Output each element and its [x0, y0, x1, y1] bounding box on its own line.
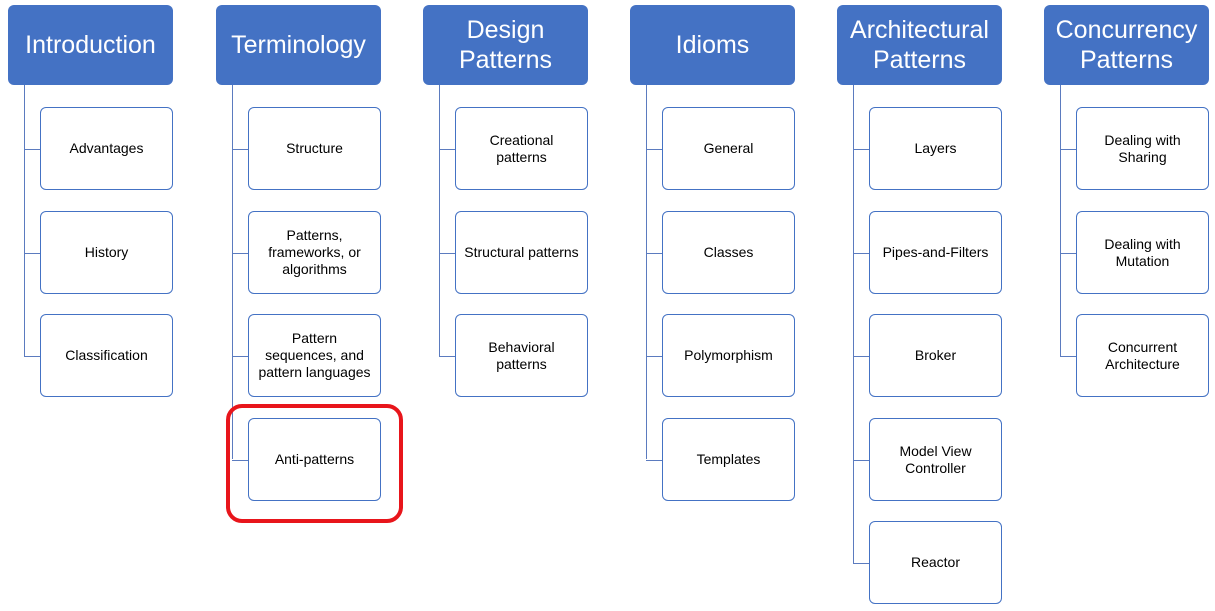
- node-creational-patterns: Creational patterns: [455, 107, 588, 190]
- connector-branch: [24, 356, 40, 357]
- connector-branch: [439, 253, 455, 254]
- connector-branch: [853, 356, 869, 357]
- column-header-concurrency-patterns: Concurrency Patterns: [1044, 5, 1209, 85]
- column-header-design-patterns: Design Patterns: [423, 5, 588, 85]
- connector-branch: [853, 149, 869, 150]
- node-templates: Templates: [662, 418, 795, 501]
- node-patterns-frameworks-or-algorithms: Patterns, frameworks, or algorithms: [248, 211, 381, 294]
- connector-branch: [646, 460, 662, 461]
- node-history: History: [40, 211, 173, 294]
- node-broker: Broker: [869, 314, 1002, 397]
- connector-branch: [853, 563, 869, 564]
- highlight-outline: [226, 404, 403, 523]
- connector-branch: [439, 356, 455, 357]
- connector-branch: [232, 356, 248, 357]
- node-dealing-with-mutation: Dealing with Mutation: [1076, 211, 1209, 294]
- column-header-architectural-patterns: Architectural Patterns: [837, 5, 1002, 85]
- connector-trunk: [1060, 85, 1061, 356]
- connector-branch: [646, 149, 662, 150]
- node-structure: Structure: [248, 107, 381, 190]
- connector-branch: [853, 460, 869, 461]
- node-model-view-controller: Model View Controller: [869, 418, 1002, 501]
- connector-branch: [646, 253, 662, 254]
- column-header-terminology: Terminology: [216, 5, 381, 85]
- node-pipes-and-filters: Pipes-and-Filters: [869, 211, 1002, 294]
- connector-branch: [232, 149, 248, 150]
- connector-trunk: [232, 85, 233, 460]
- connector-branch: [439, 149, 455, 150]
- column-header-idioms: Idioms: [630, 5, 795, 85]
- connector-trunk: [439, 85, 440, 356]
- node-polymorphism: Polymorphism: [662, 314, 795, 397]
- connector-branch: [232, 460, 248, 461]
- node-pattern-sequences-and-pattern-languages: Pattern sequences, and pattern languages: [248, 314, 381, 397]
- connector-trunk: [853, 85, 854, 563]
- node-layers: Layers: [869, 107, 1002, 190]
- connector-branch: [24, 253, 40, 254]
- node-classification: Classification: [40, 314, 173, 397]
- column-header-introduction: Introduction: [8, 5, 173, 85]
- connector-branch: [1060, 149, 1076, 150]
- node-dealing-with-sharing: Dealing with Sharing: [1076, 107, 1209, 190]
- connector-branch: [646, 356, 662, 357]
- connector-trunk: [24, 85, 25, 356]
- connector-branch: [853, 253, 869, 254]
- node-reactor: Reactor: [869, 521, 1002, 604]
- connector-branch: [24, 149, 40, 150]
- node-advantages: Advantages: [40, 107, 173, 190]
- node-structural-patterns: Structural patterns: [455, 211, 588, 294]
- node-classes: Classes: [662, 211, 795, 294]
- node-anti-patterns: Anti-patterns: [248, 418, 381, 501]
- node-behavioral-patterns: Behavioral patterns: [455, 314, 588, 397]
- connector-trunk: [646, 85, 647, 460]
- node-concurrent-architecture: Concurrent Architecture: [1076, 314, 1209, 397]
- connector-branch: [232, 253, 248, 254]
- node-general: General: [662, 107, 795, 190]
- connector-branch: [1060, 253, 1076, 254]
- connector-branch: [1060, 356, 1076, 357]
